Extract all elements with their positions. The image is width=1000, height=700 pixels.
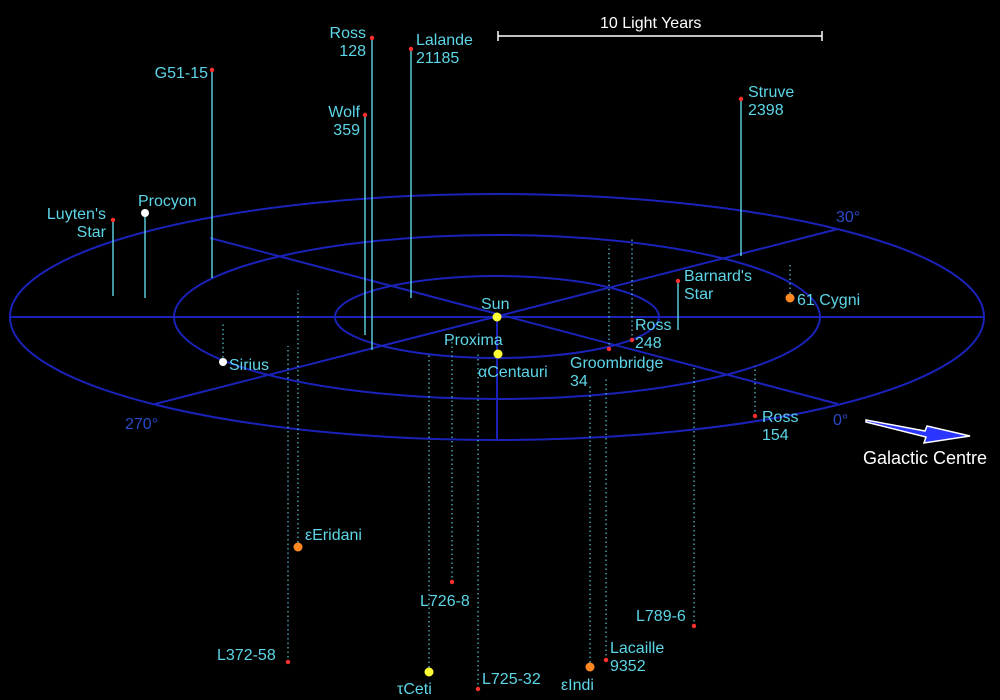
- l789-6-label: L789-6: [636, 608, 686, 625]
- lacaille-9352-marker: [603, 657, 609, 663]
- l372-58-marker: [285, 659, 291, 665]
- ross-128-marker: [369, 35, 375, 41]
- l726-8-label-line: L726-8: [420, 593, 470, 610]
- lacaille-9352-label-line: Lacaille: [610, 640, 664, 657]
- wolf-359-label-line: 359: [333, 122, 360, 139]
- barnards-star-marker: [675, 278, 681, 284]
- l789-6-label-line: L789-6: [636, 608, 686, 625]
- sun-label: Sun: [481, 296, 509, 313]
- wolf-359-marker: [362, 112, 368, 118]
- l726-8-marker: [449, 579, 455, 585]
- epsilon-indi-marker: [585, 662, 595, 672]
- epsilon-eridani-marker: [293, 542, 303, 552]
- ross-128-label-line: Ross: [330, 25, 366, 42]
- alpha-centauri-label-line: αCentauri: [478, 364, 548, 381]
- ross-154-marker: [752, 413, 758, 419]
- ross-248-marker: [629, 337, 635, 343]
- epsilon-indi-label: εIndi: [561, 677, 594, 694]
- struve-2398-label-line: Struve: [748, 84, 794, 101]
- lalande-21185-marker: [408, 46, 414, 52]
- sirius-label: Sirius: [229, 357, 269, 374]
- 61-cygni-label: 61 Cygni: [797, 292, 860, 309]
- ross-154-label-line: 154: [762, 427, 789, 444]
- epsilon-eridani-label-line: εEridani: [305, 527, 362, 544]
- epsilon-indi-label-line: εIndi: [561, 677, 594, 694]
- struve-2398-label-line: 2398: [748, 102, 784, 119]
- l725-32-label: L725-32: [482, 671, 541, 688]
- struve-2398-marker: [738, 96, 744, 102]
- g51-15-label-line: G51-15: [155, 65, 208, 82]
- deg-label-270: 270°: [125, 416, 158, 433]
- procyon-label-line: Procyon: [138, 193, 197, 210]
- g51-15-label: G51-15: [155, 65, 208, 82]
- tau-ceti-label-line: τCeti: [397, 681, 432, 698]
- lalande-21185-label-line: 21185: [416, 50, 459, 67]
- luytens-star-marker: [110, 217, 116, 223]
- procyon-label: Procyon: [138, 193, 197, 210]
- proxima-label: Proxima: [444, 332, 503, 349]
- deg-label-0: 0°: [833, 412, 848, 429]
- galactic-centre-arrow: Galactic Centre: [863, 419, 987, 468]
- star-stems: [112, 38, 791, 689]
- star-markers: [110, 35, 795, 692]
- l372-58-label: L372-58: [217, 647, 276, 664]
- scale-bar: 10 Light Years: [497, 15, 823, 41]
- luytens-star-label-line: Star: [77, 224, 107, 241]
- sirius-marker: [219, 358, 227, 366]
- barnards-star-label-line: Barnard's: [684, 268, 752, 285]
- ross-154-label-line: Ross: [762, 409, 798, 426]
- luytens-star-label-line: Luyten's: [47, 206, 106, 223]
- barnards-star-label-line: Star: [684, 286, 714, 303]
- 61-cygni-marker: [785, 293, 795, 303]
- tau-ceti-marker: [424, 667, 434, 677]
- epsilon-eridani-label: εEridani: [305, 527, 362, 544]
- l726-8-label: L726-8: [420, 593, 470, 610]
- ross-128-label-line: 128: [339, 43, 366, 60]
- sun-marker: [492, 312, 502, 322]
- wolf-359-label-line: Wolf: [328, 104, 360, 121]
- groombridge-34-label-line: Groombridge: [570, 355, 663, 372]
- ross-248-label-line: 248: [635, 335, 662, 352]
- procyon-marker: [141, 209, 149, 217]
- alpha-centauri-marker: [493, 349, 503, 359]
- arrow-icon: [865, 419, 971, 444]
- l789-6-marker: [691, 623, 697, 629]
- tau-ceti-label: τCeti: [397, 681, 432, 698]
- l372-58-label-line: L372-58: [217, 647, 276, 664]
- ross-248-label-line: Ross: [635, 317, 671, 334]
- l725-32-label-line: L725-32: [482, 671, 541, 688]
- scale-bar-label: 10 Light Years: [600, 15, 701, 32]
- sun-label-line: Sun: [481, 296, 509, 313]
- 61-cygni-label-line: 61 Cygni: [797, 292, 860, 309]
- g51-15-marker: [209, 67, 215, 73]
- groombridge-34-label-line: 34: [570, 373, 588, 390]
- galactic-centre-label: Galactic Centre: [863, 448, 987, 468]
- sirius-label-line: Sirius: [229, 357, 269, 374]
- l725-32-marker: [475, 686, 481, 692]
- axis-diagonal-270-90: [209, 237, 839, 405]
- alpha-centauri-label: αCentauri: [478, 364, 548, 381]
- deg-label-30: 30°: [836, 209, 860, 226]
- lalande-21185-label-line: Lalande: [416, 32, 473, 49]
- groombridge-34-marker: [606, 346, 612, 352]
- proxima-label-line: Proxima: [444, 332, 503, 349]
- lacaille-9352-label-line: 9352: [610, 658, 646, 675]
